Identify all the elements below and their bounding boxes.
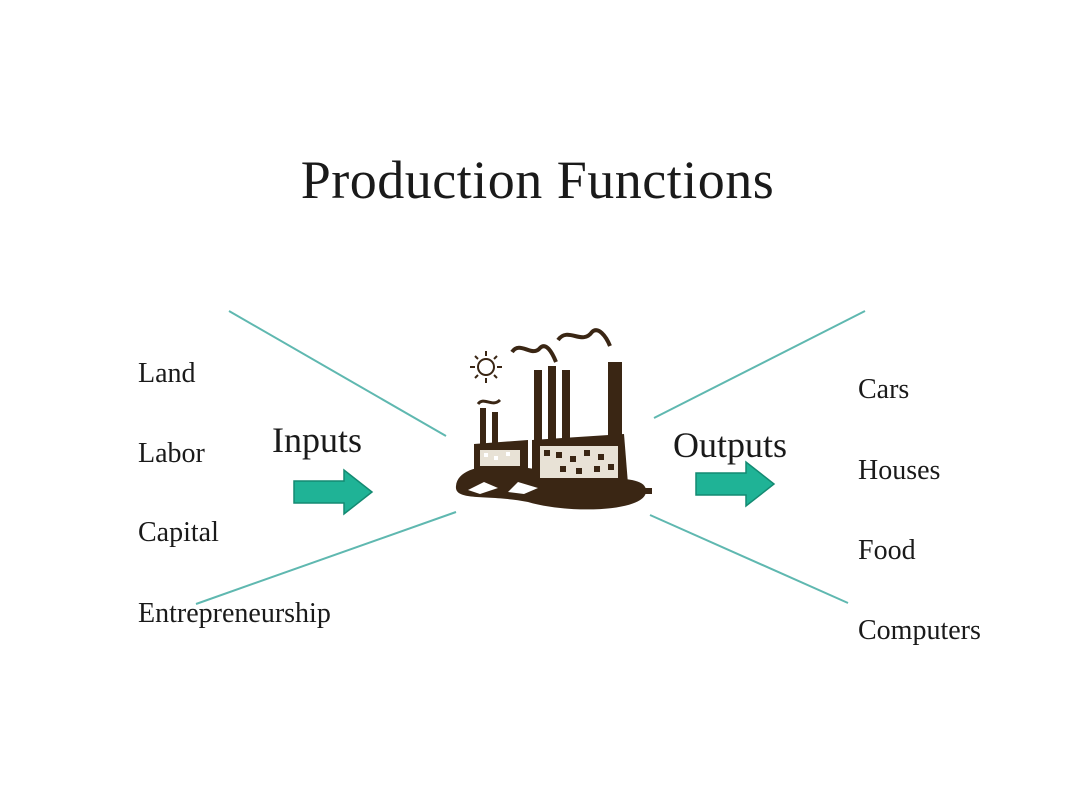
factory-icon [455, 328, 652, 510]
inputs-arrow-icon [293, 468, 374, 516]
outputs-heading: Outputs [673, 425, 788, 465]
output-item-computers: Computers [858, 615, 981, 646]
connector-line-bottom-right [649, 514, 849, 604]
page-title: Production Functions [300, 150, 775, 210]
output-item-cars: Cars [858, 374, 910, 405]
input-item-land: Land [138, 358, 196, 389]
output-item-food: Food [858, 535, 916, 566]
connector-line-top-left [228, 310, 447, 437]
connector-line-top-right [653, 310, 866, 419]
input-item-labor: Labor [138, 438, 205, 469]
inputs-heading: Inputs [272, 420, 362, 460]
sun-icon [470, 351, 502, 383]
outputs-arrow-icon [695, 460, 776, 508]
input-item-capital: Capital [138, 517, 219, 548]
connector-line-bottom-left [195, 511, 457, 605]
input-item-entrepreneurship: Entrepreneurship [138, 598, 331, 629]
output-item-houses: Houses [858, 455, 941, 486]
